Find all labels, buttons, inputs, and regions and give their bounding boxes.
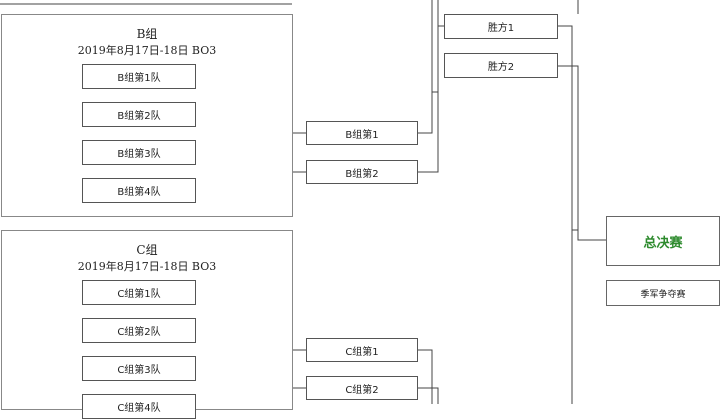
group-c-title: C组 [136, 243, 158, 257]
c-second-place: C组第2 [306, 376, 418, 400]
b-team-1: B组第1队 [82, 64, 196, 89]
c-first-place: C组第1 [306, 338, 418, 362]
b-team-2: B组第2队 [82, 102, 196, 127]
b-team-4: B组第4队 [82, 178, 196, 203]
group-b-title: B组 [136, 27, 158, 41]
winner-2: 胜方2 [444, 53, 558, 78]
winner1-line [558, 25, 573, 404]
c2-down [418, 387, 439, 404]
c1-down [418, 349, 433, 404]
grand-final: 总决赛 [606, 216, 720, 266]
b2-to-winner1 [418, 25, 444, 173]
group-b-date: 2019年8月17日-18日 BO3 [77, 44, 217, 57]
b1-to-upper [418, 0, 433, 134]
c-team-2: C组第2队 [82, 318, 196, 343]
c-team-1: C组第1队 [82, 280, 196, 305]
b-team-3: B组第3队 [82, 140, 196, 165]
b-second-place: B组第2 [306, 160, 418, 184]
b-first-place: B组第1 [306, 121, 418, 145]
winner-1: 胜方1 [444, 14, 558, 39]
winner2-line [558, 65, 606, 241]
third-place-match: 季军争夺赛 [606, 280, 720, 306]
c-team-3: C组第3队 [82, 356, 196, 381]
c-team-4: C组第4队 [82, 394, 196, 419]
group-c-date: 2019年8月17日-18日 BO3 [77, 260, 217, 273]
